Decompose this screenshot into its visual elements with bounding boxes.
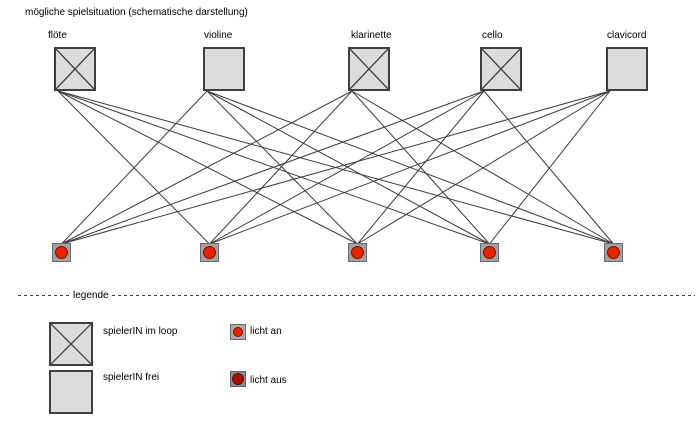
light-circle <box>351 246 364 259</box>
legend-label-inloop: spielerIN im loop <box>103 326 178 337</box>
light-circle <box>203 246 216 259</box>
x-mark-icon <box>482 49 520 89</box>
dashed-line <box>18 295 70 296</box>
light-circle <box>607 246 620 259</box>
legend-free-box-icon <box>49 370 93 414</box>
light-circle <box>232 373 244 385</box>
legend-heading: legende <box>73 290 109 301</box>
player-box-cello <box>480 47 522 91</box>
legend-label-free: spielerIN frei <box>103 372 160 383</box>
player-label-cello: cello <box>482 30 503 41</box>
light-node-4 <box>480 243 499 262</box>
light-node-1 <box>52 243 71 262</box>
dashed-line <box>111 295 695 296</box>
player-label-klarinette: klarinette <box>351 30 392 41</box>
light-node-2 <box>200 243 219 262</box>
light-node-3 <box>348 243 367 262</box>
player-box-floete <box>54 47 96 91</box>
player-box-violine <box>203 47 245 91</box>
legend-label-licht-an: licht an <box>250 326 282 337</box>
page-title: mögliche spielsituation (schematische da… <box>25 7 248 18</box>
licht-aus-icon <box>230 371 246 387</box>
x-mark-icon <box>51 324 91 364</box>
player-label-floete: flöte <box>48 30 67 41</box>
x-mark-icon <box>56 49 94 89</box>
light-circle <box>55 246 68 259</box>
legend-divider: legende <box>18 290 695 301</box>
x-mark-icon <box>350 49 388 89</box>
licht-an-icon <box>230 324 246 340</box>
legend-inloop-box-icon <box>49 322 93 366</box>
player-label-clavicord: clavicord <box>607 30 647 41</box>
legend-label-licht-aus: licht aus <box>250 375 287 386</box>
light-node-5 <box>604 243 623 262</box>
player-label-violine: violine <box>204 30 233 41</box>
light-circle <box>233 327 243 337</box>
player-box-clavicord <box>606 47 648 91</box>
light-circle <box>483 246 496 259</box>
player-box-klarinette <box>348 47 390 91</box>
